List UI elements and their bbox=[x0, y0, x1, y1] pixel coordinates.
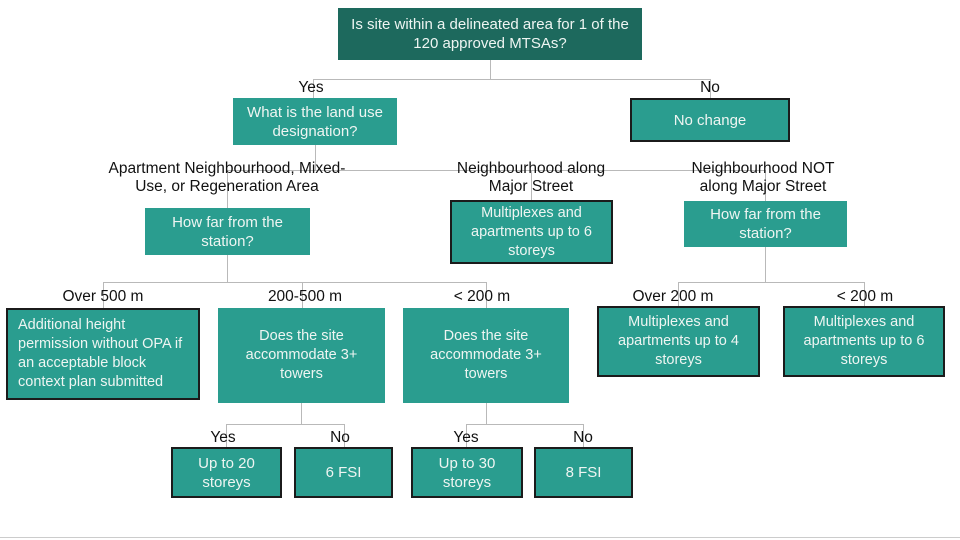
bottom-edge-line bbox=[0, 537, 960, 538]
connector-line bbox=[301, 403, 302, 424]
connector-line bbox=[226, 424, 227, 447]
connector-line bbox=[486, 403, 487, 424]
branch-label-apartment-mixed-use: Apartment Neighbourhood, Mixed-Use, or R… bbox=[108, 160, 346, 195]
node-multiplex-6-mid: Multiplexes and apartments up to 6 store… bbox=[450, 200, 613, 264]
node-no-change: No change bbox=[630, 98, 790, 142]
node-how-far-left: How far from the station? bbox=[145, 208, 310, 255]
branch-label-yes: Yes bbox=[298, 79, 324, 96]
node-up-to-30-storeys: Up to 30 storeys bbox=[411, 447, 523, 498]
connector-line bbox=[765, 247, 766, 282]
connector-line bbox=[315, 145, 316, 170]
node-multiplex-6-right: Multiplexes and apartments up to 6 store… bbox=[783, 306, 945, 377]
branch-label-neighbourhood-along-major: Neighbourhood along Major Street bbox=[456, 160, 606, 195]
node-multiplex-4: Multiplexes and apartments up to 4 store… bbox=[597, 306, 760, 377]
branch-label-yes-a: Yes bbox=[210, 429, 236, 446]
connector-line bbox=[344, 424, 345, 447]
connector-line bbox=[678, 282, 864, 283]
connector-line bbox=[227, 170, 765, 171]
node-6-fsi: 6 FSI bbox=[294, 447, 393, 498]
connector-line bbox=[227, 170, 228, 208]
connector-line bbox=[227, 255, 228, 282]
connector-line bbox=[226, 424, 344, 425]
connector-line bbox=[583, 424, 584, 447]
connector-line bbox=[466, 424, 467, 447]
connector-line bbox=[864, 282, 865, 306]
connector-line bbox=[531, 170, 532, 200]
connector-line bbox=[710, 79, 711, 98]
connector-line bbox=[302, 282, 303, 308]
connector-line bbox=[466, 424, 583, 425]
branch-label-no-a: No bbox=[330, 429, 350, 446]
branch-label-over-200m: Over 200 m bbox=[632, 288, 714, 305]
node-land-use-question: What is the land use designation? bbox=[233, 98, 397, 145]
node-8-fsi: 8 FSI bbox=[534, 447, 633, 498]
node-root-question: Is site within a delineated area for 1 o… bbox=[338, 8, 642, 60]
branch-label-no: No bbox=[700, 79, 720, 96]
branch-label-no-b: No bbox=[573, 429, 593, 446]
branch-label-yes-b: Yes bbox=[453, 429, 479, 446]
connector-line bbox=[486, 282, 487, 308]
node-up-to-20-storeys: Up to 20 storeys bbox=[171, 447, 282, 498]
branch-label-200-500m: 200-500 m bbox=[267, 288, 343, 305]
connector-line bbox=[103, 282, 104, 308]
connector-line bbox=[103, 282, 486, 283]
connector-line bbox=[678, 282, 679, 306]
node-how-far-right: How far from the station? bbox=[684, 201, 847, 247]
node-does-site-b: Does the site accommodate 3+ towers bbox=[403, 308, 569, 403]
connector-line bbox=[765, 170, 766, 201]
connector-line bbox=[313, 79, 710, 80]
branch-label-neighbourhood-not-along-major: Neighbourhood NOT along Major Street bbox=[691, 160, 835, 195]
node-does-site-a: Does the site accommodate 3+ towers bbox=[218, 308, 385, 403]
node-additional-height: Additional height permission without OPA… bbox=[6, 308, 200, 400]
connector-line bbox=[313, 79, 314, 98]
branch-label-under-200m-left: < 200 m bbox=[453, 288, 511, 305]
connector-line bbox=[490, 60, 491, 79]
branch-label-under-200m-right: < 200 m bbox=[836, 288, 894, 305]
branch-label-over-500m: Over 500 m bbox=[62, 288, 144, 305]
